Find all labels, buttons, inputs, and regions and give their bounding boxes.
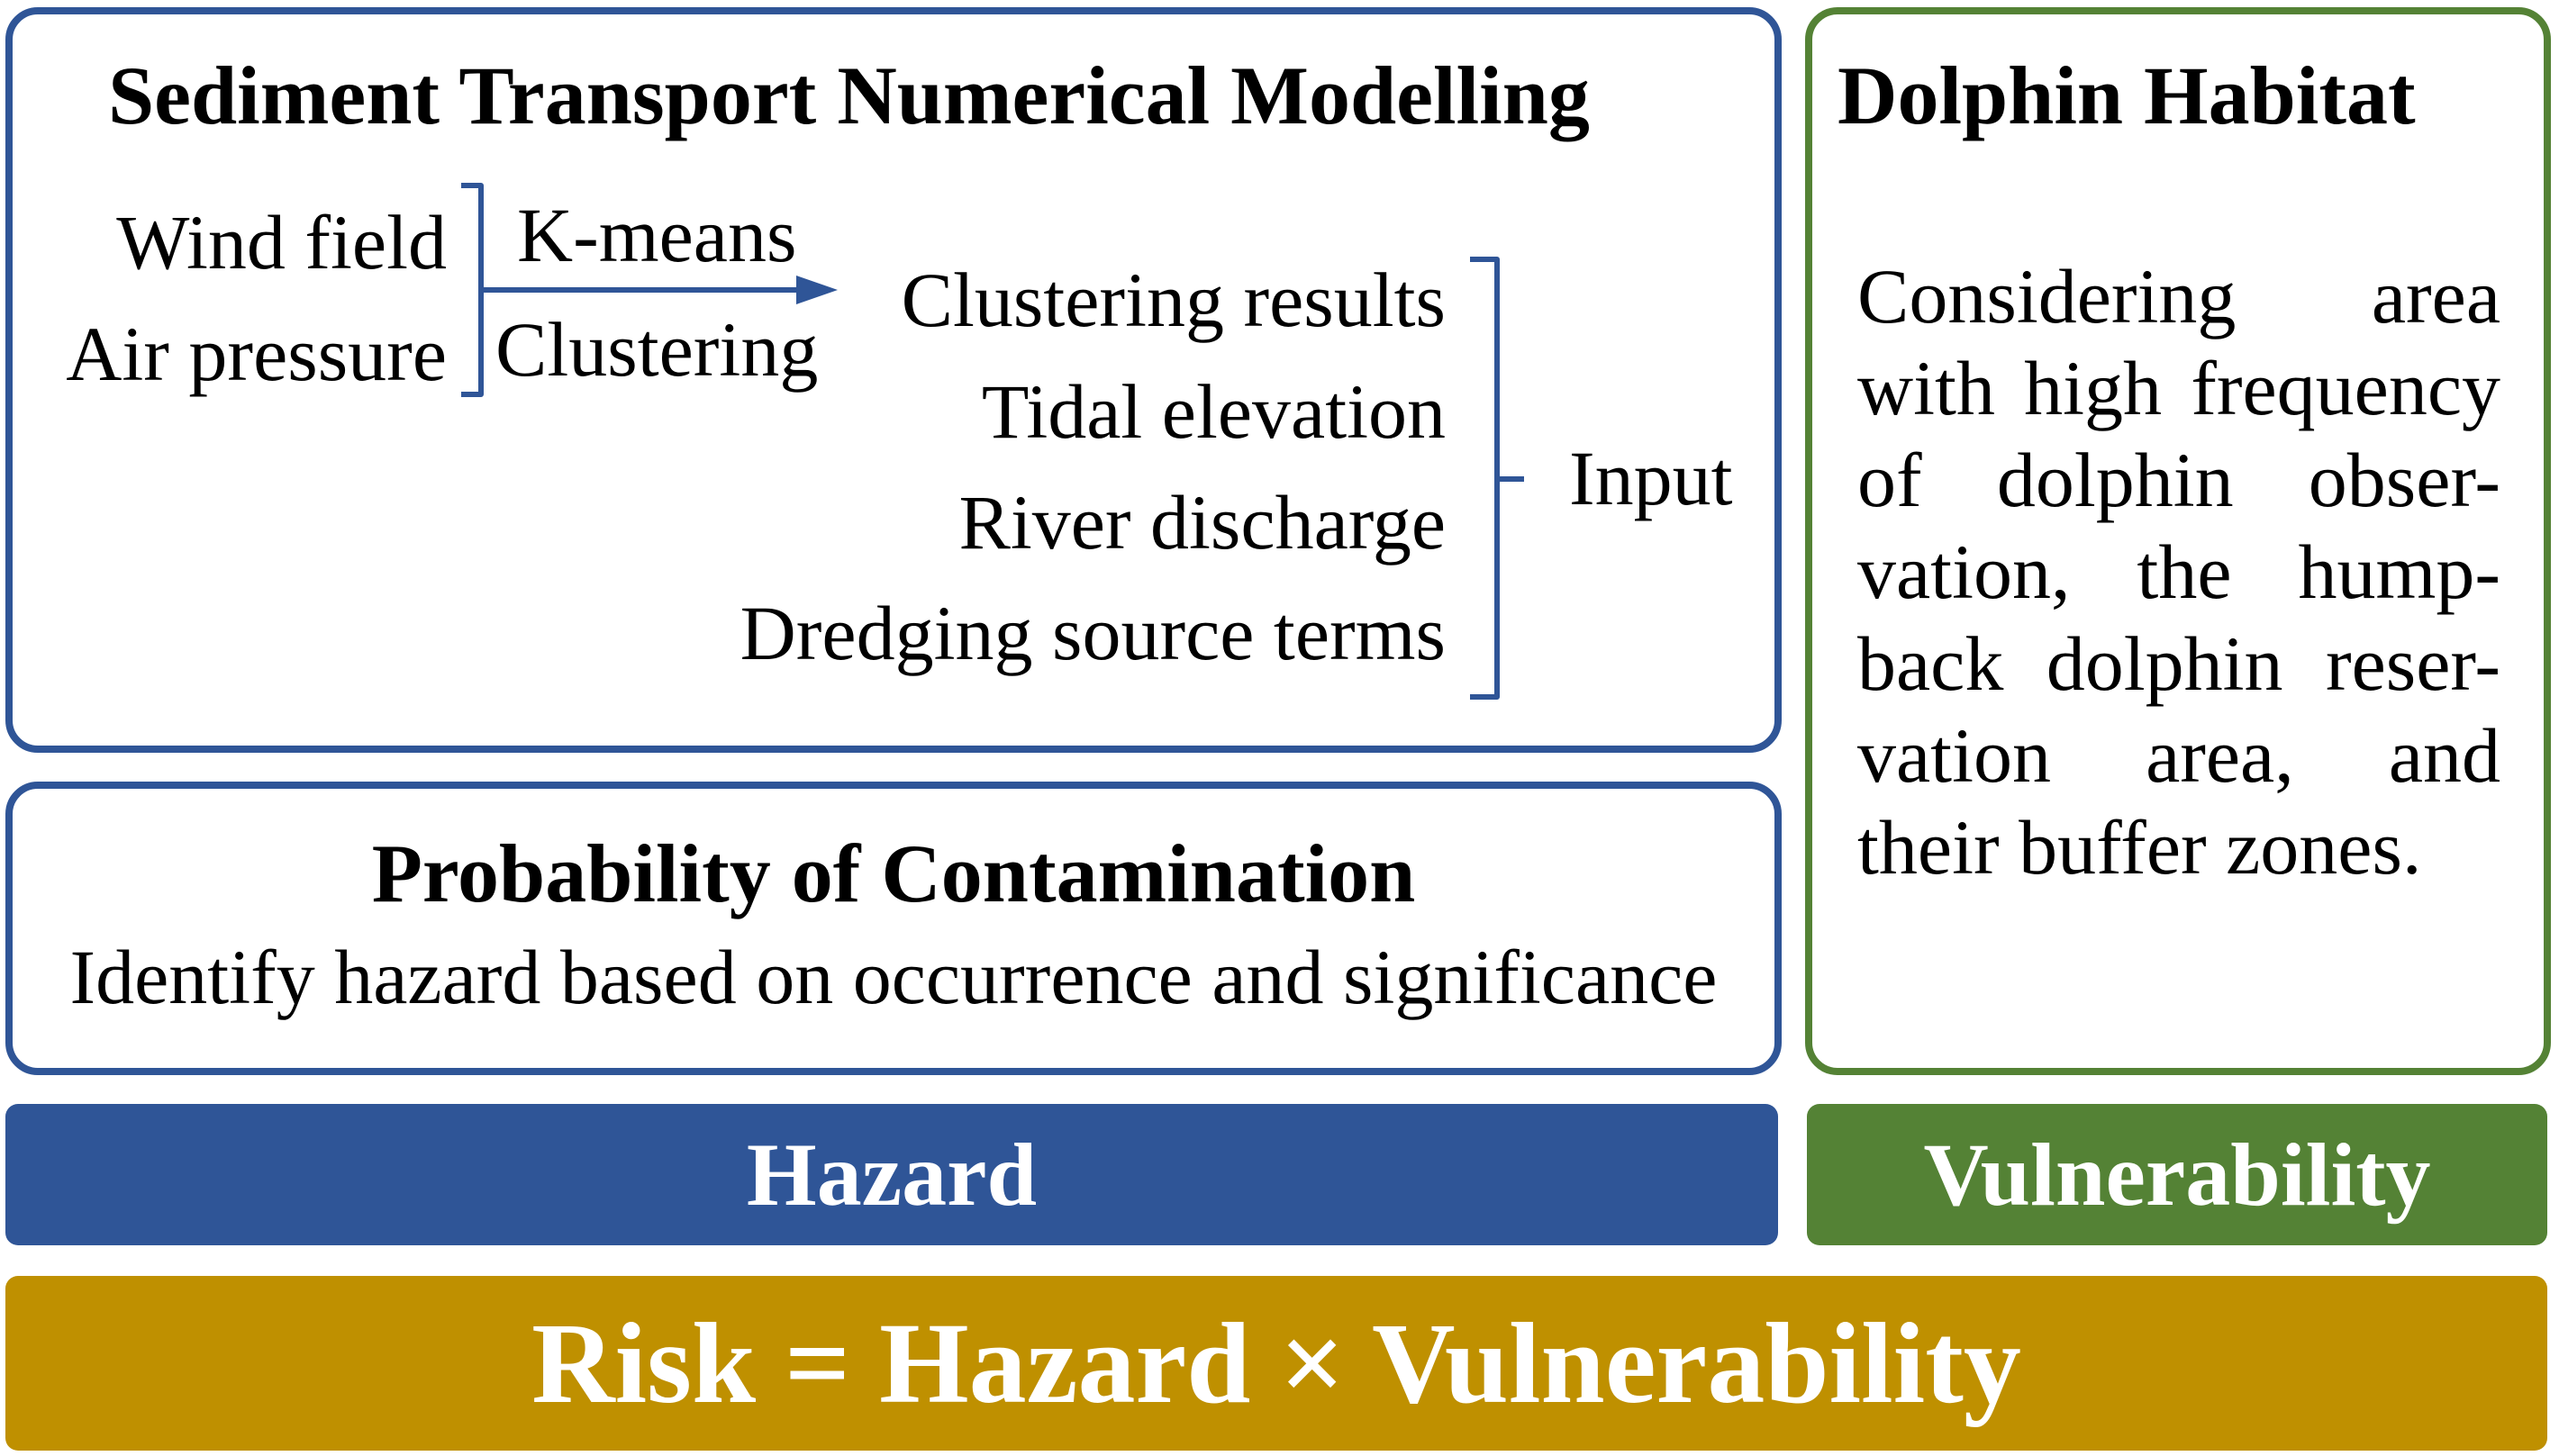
- clustering-label: Clustering: [495, 306, 819, 393]
- k-means-label: K-means: [517, 192, 797, 278]
- habitat-text-line: their buffer zones.: [1857, 804, 2422, 891]
- dolphin-habitat-box: [1805, 7, 2551, 1075]
- contamination-box: [5, 782, 1782, 1075]
- habitat-text-line: Considering area: [1857, 253, 2500, 339]
- habitat-text-line: vation area, and: [1857, 712, 2500, 799]
- air-pressure-label: Air pressure: [66, 311, 447, 397]
- habitat-text-line: vation, the hump-: [1857, 529, 2500, 615]
- habitat-text-line: back dolphin reser-: [1857, 620, 2500, 707]
- habitat-text-line: of dolphin obser-: [1857, 437, 2500, 523]
- dolphin-habitat-title: Dolphin Habitat: [1838, 50, 2416, 141]
- clustering-arrow-head: [796, 276, 838, 304]
- model-input-clustering-results: Clustering results: [901, 257, 1446, 343]
- model-input-tidal-elevation: Tidal elevation: [981, 368, 1446, 455]
- vulnerability-bar: Vulnerability: [1807, 1104, 2547, 1245]
- contamination-title: Probability of Contamination: [371, 827, 1416, 919]
- habitat-text-line: with high frequency: [1857, 345, 2500, 431]
- met-inputs-bracket: [461, 183, 486, 397]
- input-label: Input: [1569, 435, 1733, 521]
- risk-formula-bar: Risk = Hazard × Vulnerability: [5, 1276, 2547, 1451]
- model-input-dredging-source-terms: Dredging source terms: [740, 590, 1446, 676]
- sediment-transport-title: Sediment Transport Numerical Modelling: [108, 50, 1590, 141]
- wind-field-label: Wind field: [116, 199, 447, 285]
- contamination-description: Identify hazard based on occurrence and …: [69, 934, 1718, 1020]
- model-input-river-discharge: River discharge: [958, 479, 1446, 565]
- model-inputs-bracket: [1470, 257, 1524, 700]
- sediment-transport-box: [5, 7, 1782, 753]
- hazard-bar: Hazard: [5, 1104, 1778, 1245]
